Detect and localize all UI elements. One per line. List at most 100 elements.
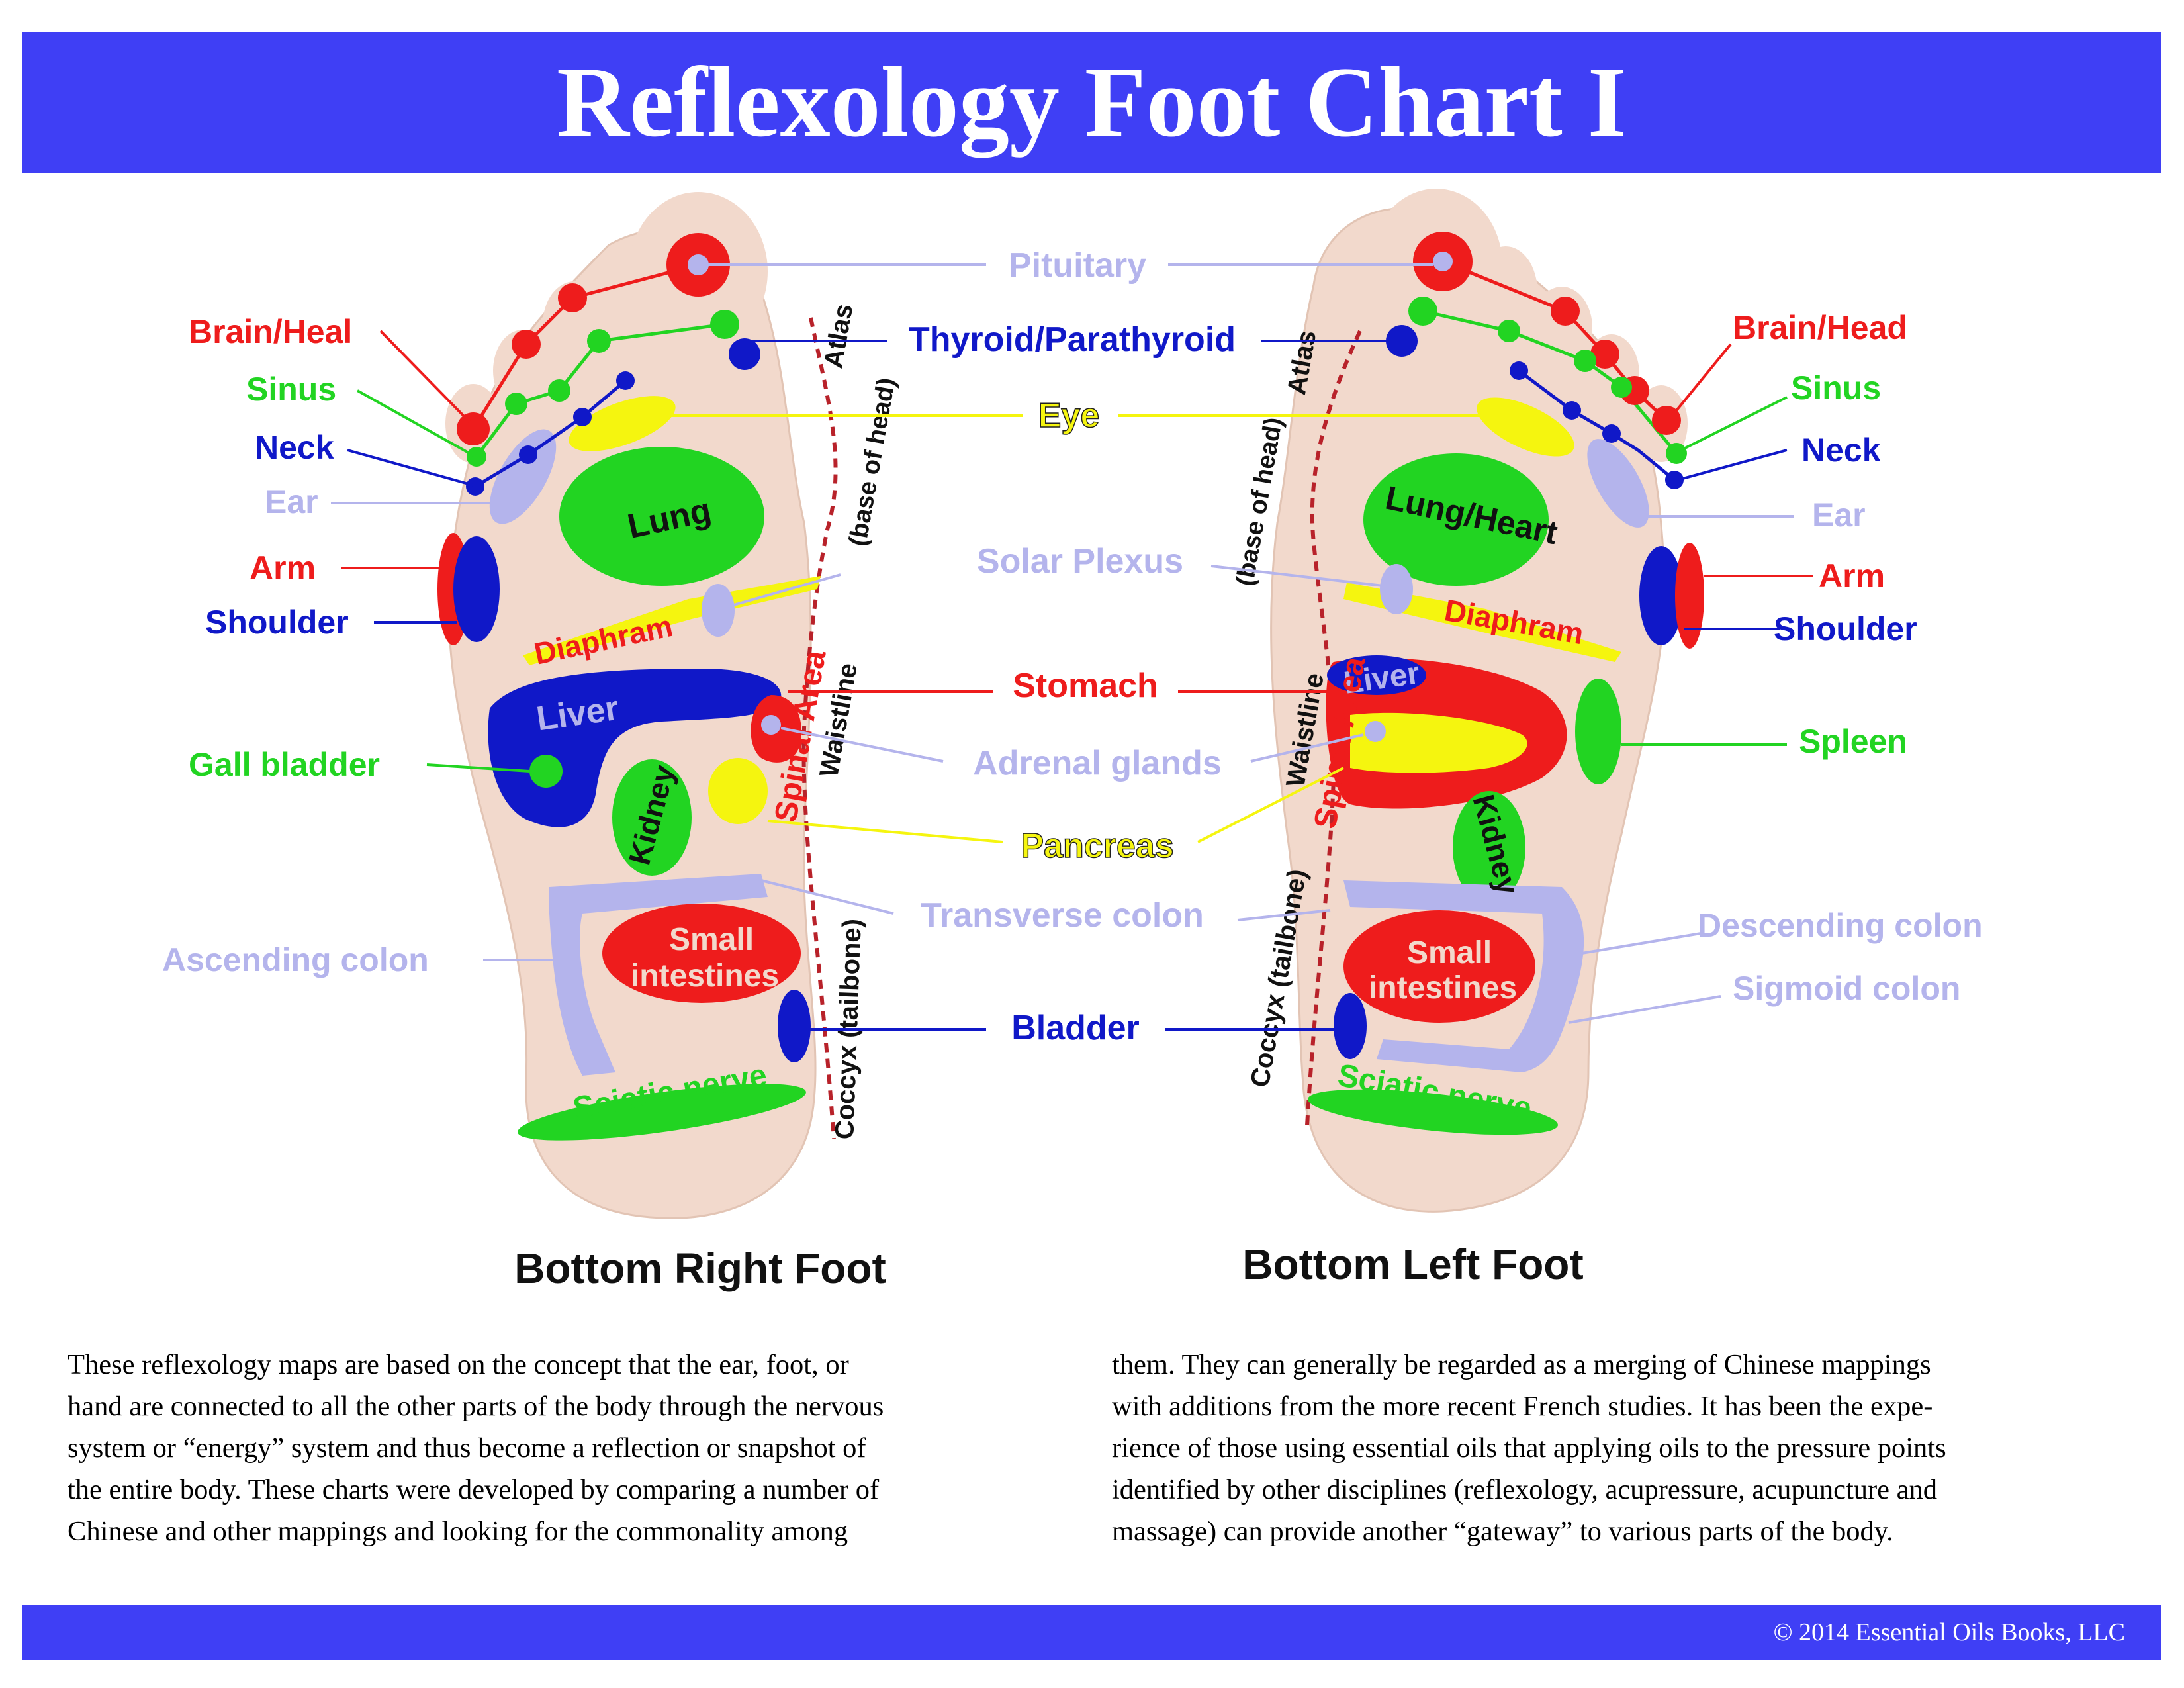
left-small-intestines-label-2: intestines <box>1369 970 1517 1006</box>
left-arm-label: Arm <box>1819 557 1885 594</box>
left-small-intestines-zone <box>1343 910 1535 1023</box>
left-shoulder-zone <box>1639 546 1683 645</box>
left-ear-label: Ear <box>1812 496 1866 534</box>
page-title: Reflexology Foot Chart I <box>557 46 1627 158</box>
right-neck-point-1 <box>616 371 635 390</box>
body-line: massage) can provide another “gateway” t… <box>1112 1516 1893 1547</box>
right-ascending-colon-zone <box>549 874 768 1076</box>
center-labels: Pituitary Thyroid/Parathyroid Eye Solar … <box>662 246 1496 1047</box>
right-ascending-colon-label: Ascending colon <box>162 941 429 978</box>
left-sinus-point-4 <box>1611 377 1632 398</box>
right-ear-label: Ear <box>265 483 318 520</box>
right-kidney-zone <box>612 759 692 876</box>
left-sinus-point-2 <box>1498 320 1520 342</box>
reflexology-diagram: Lung Diaphram Liver Kidney Small intesti… <box>162 189 1983 1292</box>
left-descending-colon-label: Descending colon <box>1698 907 1983 944</box>
eye-label: Eye <box>1038 397 1100 435</box>
solar-plexus-label: Solar Plexus <box>977 542 1183 581</box>
body-text-right: them. They can generally be regarded as … <box>1112 1344 2111 1552</box>
adrenal-leader-right <box>1250 733 1364 763</box>
left-lung-heart-zone <box>1363 453 1549 586</box>
right-sinus-label: Sinus <box>246 371 336 408</box>
right-foot: Lung Diaphram Liver Kidney Small intesti… <box>162 192 901 1292</box>
left-eye-zone <box>1477 397 1574 457</box>
left-neck-point-2 <box>1563 401 1581 420</box>
left-neck-label: Neck <box>1801 432 1881 469</box>
right-eye-zone <box>569 396 676 451</box>
body-line: with additions from the more recent Fren… <box>1112 1391 1933 1422</box>
right-brain-leader <box>379 330 473 425</box>
right-bladder-zone <box>778 990 811 1062</box>
right-brain-line <box>471 263 699 430</box>
right-gall-bladder-label: Gall bladder <box>189 746 380 783</box>
right-lung-zone <box>559 447 764 586</box>
left-bladder-zone <box>1334 993 1367 1059</box>
left-sinus-label: Sinus <box>1791 369 1881 406</box>
body-line: the entire body. These charts were devel… <box>68 1474 880 1505</box>
right-neck-point-2 <box>573 408 592 426</box>
thyroid-label: Thyroid/Parathyroid <box>909 320 1236 359</box>
left-brain-label: Brain/Head <box>1733 309 1907 346</box>
right-shoulder-zone <box>453 536 500 642</box>
left-sinus-point-5 <box>1666 443 1687 464</box>
body-line: identified by other disciplines (reflexo… <box>1112 1474 1938 1505</box>
left-neck-leader <box>1677 449 1788 481</box>
right-brain-point-4 <box>457 412 490 445</box>
right-solar-plexus-zone <box>702 584 735 637</box>
left-thyroid-point <box>1386 325 1418 357</box>
left-neck-point-4 <box>1665 471 1684 489</box>
pituitary-label: Pituitary <box>1009 246 1146 285</box>
right-neck-point-3 <box>519 445 537 464</box>
left-sinus-leader <box>1680 396 1788 451</box>
transverse-colon-leader-right <box>1237 909 1331 921</box>
stomach-label: Stomach <box>1013 667 1158 705</box>
right-brain-label: Brain/Heal <box>189 313 352 350</box>
body-text-left: These reflexology maps are based on the … <box>68 1344 1067 1552</box>
right-neck-line <box>474 379 627 489</box>
left-sinus-point-3 <box>1574 350 1596 372</box>
right-atlas-label: Atlas <box>819 302 858 371</box>
right-brain-point-3 <box>512 330 541 359</box>
left-sigmoid-colon-leader <box>1568 995 1721 1024</box>
right-base-of-head-label: (base of head) <box>844 375 901 548</box>
right-small-intestines-zone <box>602 904 801 1003</box>
solar-plexus-leader-left <box>731 573 841 607</box>
body-line: rience of those using essential oils tha… <box>1112 1432 1946 1464</box>
left-shoulder-label: Shoulder <box>1774 610 1917 647</box>
right-sinus-point-1 <box>710 310 739 339</box>
left-adrenal-zone <box>1365 721 1386 742</box>
left-brain-point-3 <box>1590 340 1619 369</box>
transverse-colon-leader-left <box>760 879 894 915</box>
left-sigmoid-colon-label: Sigmoid colon <box>1733 970 1960 1007</box>
left-descending-colon-leader <box>1581 932 1702 955</box>
right-sinus-point-3 <box>548 379 570 402</box>
body-line: Chinese and other mappings and looking f… <box>68 1516 848 1547</box>
adrenal-label: Adrenal glands <box>973 744 1222 782</box>
right-sinus-leader <box>357 389 474 457</box>
right-ear-zone <box>489 429 557 524</box>
pancreas-leader-left <box>767 820 1003 843</box>
left-liver-zone <box>1327 655 1426 695</box>
pancreas-label: Pancreas <box>1021 827 1173 865</box>
body-line: system or “energy” system and thus becom… <box>68 1432 866 1464</box>
right-pituitary-dot <box>688 254 709 275</box>
right-pancreas-zone <box>708 758 768 824</box>
left-pancreas-zone <box>1350 712 1527 773</box>
right-shoulder-label: Shoulder <box>205 604 349 641</box>
right-neck-point-4 <box>466 477 484 496</box>
title-banner: Reflexology Foot Chart I <box>22 32 2161 173</box>
left-brain-leader <box>1670 343 1732 418</box>
pancreas-leader-right <box>1197 767 1344 843</box>
left-diaphram-zone <box>1343 583 1621 662</box>
right-foot-caption: Bottom Right Foot <box>514 1244 886 1292</box>
body-line: These reflexology maps are based on the … <box>68 1349 849 1380</box>
copyright-text: © 2014 Essential Oils Books, LLC <box>1773 1618 2125 1646</box>
left-neck-point-3 <box>1602 424 1621 443</box>
right-small-intestines-label-1: Small <box>669 922 754 957</box>
right-neck-leader <box>347 449 474 487</box>
right-diaphram-zone <box>523 576 821 665</box>
right-sinus-point-2 <box>587 329 611 353</box>
left-foot-caption: Bottom Left Foot <box>1242 1241 1583 1288</box>
left-toe-2 <box>1474 246 1537 336</box>
right-gall-bladder-leader <box>426 763 530 773</box>
